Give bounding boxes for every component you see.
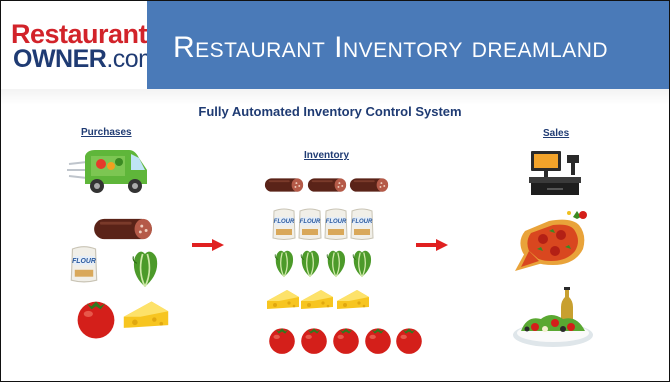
salad-icon [513, 287, 593, 347]
tomato-icon [396, 328, 422, 354]
lettuce-icon [132, 250, 159, 288]
arrow-right-icon [192, 239, 224, 251]
cheese-icon [123, 301, 169, 328]
arrow-right-icon [416, 239, 448, 251]
flour-bag-icon [324, 208, 348, 240]
logo-word-restaurant: Restaurant [11, 19, 148, 49]
lettuce-icon [300, 250, 320, 278]
flour-bag-icon [272, 208, 296, 240]
logo-owner-text: OWNER [13, 45, 107, 73]
logo-word-owner: OWNER.com [13, 47, 159, 72]
diagram-subtitle: Fully Automated Inventory Control System [198, 104, 462, 119]
flour-bag-icon [70, 246, 98, 283]
sales-label: Sales [543, 128, 570, 139]
sausage-icon [349, 178, 389, 192]
flour-bag-icon [350, 208, 374, 240]
tomato-icon [77, 301, 115, 339]
header-divider [1, 89, 669, 105]
page-title: Restaurant Inventory dreamland [173, 31, 609, 64]
purchases-label: Purchases [81, 127, 132, 138]
cheese-icon [337, 290, 369, 309]
cheese-icon [267, 290, 299, 309]
tomato-icon [365, 328, 391, 354]
logo[interactable]: Restaurant OWNER.com [1, 1, 159, 89]
delivery-van-icon [67, 150, 147, 193]
inventory-label: Inventory [304, 150, 350, 161]
sausage-icon [264, 178, 304, 192]
header-banner: Restaurant Inventory dreamland [147, 1, 669, 89]
pizza-icon [515, 211, 587, 271]
sausage-icon [307, 178, 347, 192]
tomato-icon [269, 328, 295, 354]
sausage-icon [94, 218, 152, 240]
lettuce-icon [352, 250, 372, 278]
lettuce-icon [326, 250, 346, 278]
cheese-icon [301, 290, 333, 309]
tomato-icon [333, 328, 359, 354]
lettuce-icon [274, 250, 294, 278]
flour-bag-icon [298, 208, 322, 240]
cash-register-icon [529, 151, 581, 195]
tomato-icon [301, 328, 327, 354]
